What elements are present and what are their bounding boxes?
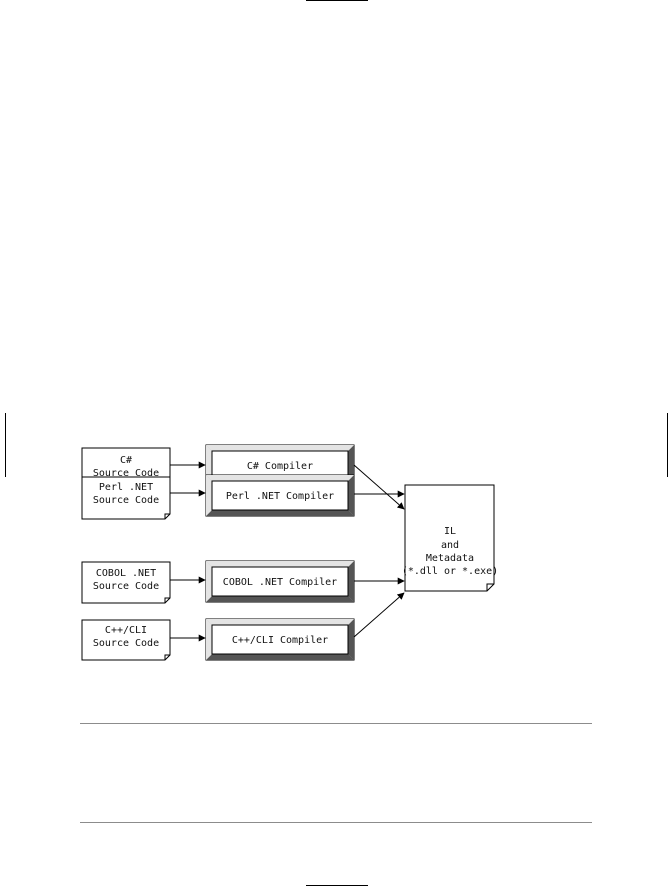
output-line4: (*.dll or *.exe) bbox=[402, 566, 498, 577]
arrow-compiler-csharp-to-output bbox=[353, 464, 405, 510]
compiler-label-cpp: C++/CLI Compiler bbox=[232, 635, 328, 646]
source-doc-cpp: C++/CLI Source Code bbox=[81, 619, 171, 661]
compiler-box-cpp: C++/CLI Compiler bbox=[205, 618, 355, 661]
source-doc-perl: Perl .NET Source Code bbox=[81, 476, 171, 520]
source-doc-cobol: COBOL .NET Source Code bbox=[81, 561, 171, 604]
source-doc-cobol-line1: COBOL .NET bbox=[96, 568, 156, 579]
compiler-label-cobol: COBOL .NET Compiler bbox=[223, 577, 337, 588]
page-footer-rule bbox=[306, 885, 368, 886]
arrow-compiler-cpp-to-output bbox=[353, 592, 405, 638]
separator-rule-bottom bbox=[80, 822, 592, 823]
source-doc-perl-line2: Source Code bbox=[93, 495, 159, 506]
output-line1: IL bbox=[444, 526, 456, 537]
page-header-rule bbox=[306, 0, 368, 1]
compiler-box-cobol: COBOL .NET Compiler bbox=[205, 560, 355, 603]
compiler-label-perl: Perl .NET Compiler bbox=[226, 491, 334, 502]
source-doc-cobol-line2: Source Code bbox=[93, 581, 159, 592]
output-doc: IL and Metadata (*.dll or *.exe) bbox=[402, 484, 498, 592]
left-margin-mark bbox=[5, 413, 6, 477]
source-doc-cpp-line1: C++/CLI bbox=[105, 625, 147, 636]
compiler-label-csharp: C# Compiler bbox=[247, 461, 313, 472]
source-doc-perl-line1: Perl .NET bbox=[99, 482, 153, 493]
output-line3: Metadata bbox=[426, 553, 474, 564]
separator-rule-top bbox=[80, 723, 592, 724]
source-doc-csharp-line1: C# bbox=[120, 455, 132, 466]
source-doc-cpp-line2: Source Code bbox=[93, 638, 159, 649]
source-doc-csharp-line2: Source Code bbox=[93, 468, 159, 479]
output-line2: and bbox=[441, 540, 459, 551]
right-margin-mark bbox=[667, 413, 668, 477]
compiler-box-perl: Perl .NET Compiler bbox=[205, 474, 355, 517]
